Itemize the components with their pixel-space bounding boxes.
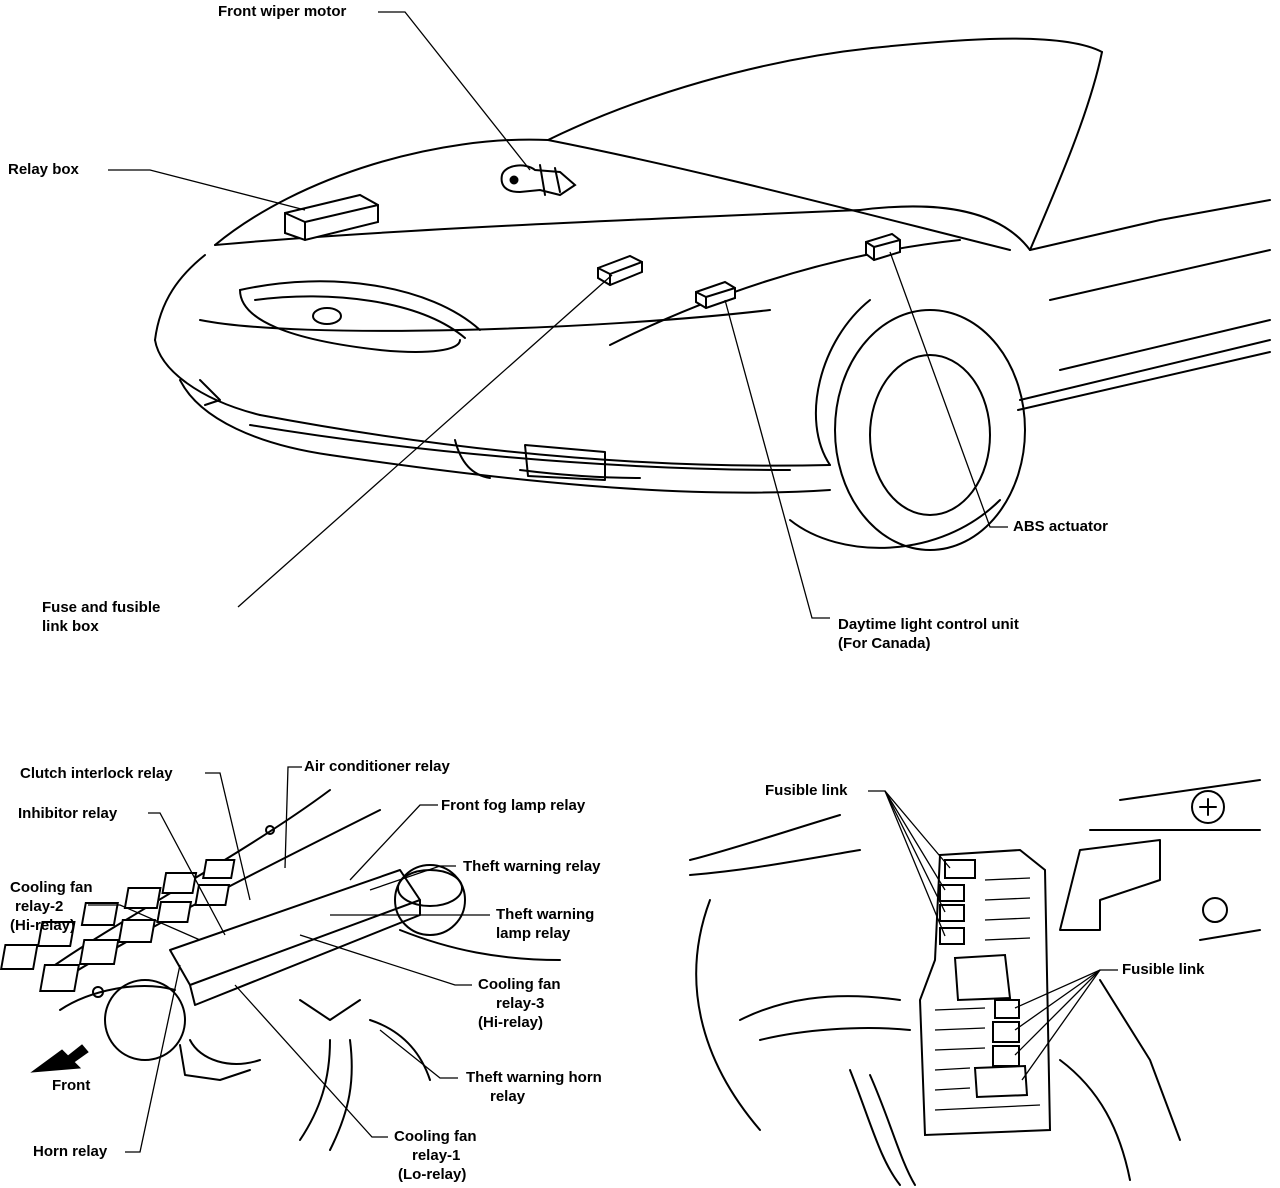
relay-cluster-illustration	[0, 789, 561, 1151]
leader-lines-top	[108, 11, 1008, 619]
label-theft-warning-lamp-relay: Theft warning lamp relay	[496, 905, 594, 943]
label-line: (For Canada)	[838, 635, 931, 652]
label-horn-relay: Horn relay	[33, 1143, 108, 1160]
label-line: Theft warning	[496, 906, 595, 923]
label-relay-box: Relay box	[8, 161, 79, 178]
label-front-wiper-motor: Front wiper motor	[218, 3, 347, 20]
label-line: relay	[490, 1088, 526, 1105]
label-line: Daytime light control unit	[838, 616, 1019, 633]
car-illustration	[154, 37, 1271, 551]
label-front-direction: Front	[52, 1077, 91, 1094]
label-line: (Hi-relay)	[478, 1014, 544, 1031]
label-cooling-fan-relay-2: Cooling fan relay-2 (Hi-relay)	[10, 878, 93, 935]
label-line: Fuse and fusible	[42, 599, 161, 616]
label-line: Cooling fan	[10, 879, 93, 896]
label-theft-warning-relay: Theft warning relay	[463, 858, 601, 875]
label-fusible-link-left: Fusible link	[765, 782, 848, 799]
label-line: Theft warning horn	[466, 1069, 602, 1086]
label-line: lamp relay	[496, 925, 571, 942]
label-cooling-fan-relay-3: Cooling fan relay-3 (Hi-relay)	[478, 975, 561, 1032]
label-line: Cooling fan	[478, 976, 561, 993]
label-fuse-and-fusible-link-box: Fuse and fusible link box	[42, 598, 160, 636]
label-line: (Hi-relay)	[10, 917, 76, 934]
label-line: relay-3	[496, 995, 545, 1012]
label-inhibitor-relay: Inhibitor relay	[18, 805, 118, 822]
leader-lines-bottom-right	[868, 790, 1118, 1081]
label-line: link box	[42, 618, 99, 635]
leader-lines-bottom-left	[88, 766, 490, 1153]
fusible-link-illustration	[689, 779, 1261, 1186]
label-line: Cooling fan	[394, 1128, 477, 1145]
label-line: relay-1	[412, 1147, 461, 1164]
label-line: relay-2	[15, 898, 64, 915]
label-cooling-fan-relay-1: Cooling fan relay-1 (Lo-relay)	[394, 1127, 477, 1184]
label-fusible-link-right: Fusible link	[1122, 961, 1205, 978]
label-theft-warning-horn-relay: Theft warning horn relay	[466, 1068, 602, 1106]
label-daytime-light-control-unit: Daytime light control unit (For Canada)	[838, 615, 1019, 653]
label-air-conditioner-relay: Air conditioner relay	[304, 758, 450, 775]
label-clutch-interlock-relay: Clutch interlock relay	[20, 765, 173, 782]
label-front-fog-lamp-relay: Front fog lamp relay	[441, 797, 586, 814]
label-abs-actuator: ABS actuator	[1013, 518, 1109, 535]
label-line: (Lo-relay)	[398, 1166, 467, 1183]
